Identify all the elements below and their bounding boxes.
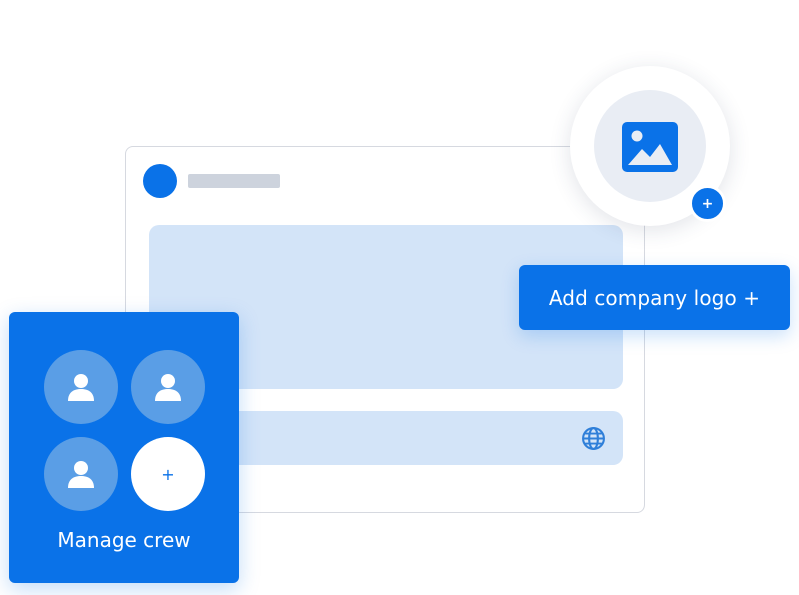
manage-crew-label: Manage crew (57, 528, 191, 552)
person-icon (155, 374, 181, 401)
globe-icon (582, 427, 605, 450)
crew-member-avatar[interactable] (44, 437, 118, 511)
add-logo-plus-button[interactable]: + (689, 185, 726, 222)
logo-upload-circle[interactable] (570, 66, 730, 226)
image-icon (622, 122, 678, 172)
add-crew-member-button[interactable]: + (131, 437, 205, 511)
avatar (143, 164, 177, 198)
add-company-logo-button[interactable]: Add company logo + (519, 265, 790, 330)
person-icon (68, 374, 94, 401)
person-icon (68, 461, 94, 488)
crew-member-avatar[interactable] (131, 350, 205, 424)
name-placeholder-bar (188, 174, 280, 188)
crew-member-avatar[interactable] (44, 350, 118, 424)
manage-crew-panel[interactable]: + Manage crew (9, 312, 239, 583)
logo-placeholder (594, 90, 706, 202)
